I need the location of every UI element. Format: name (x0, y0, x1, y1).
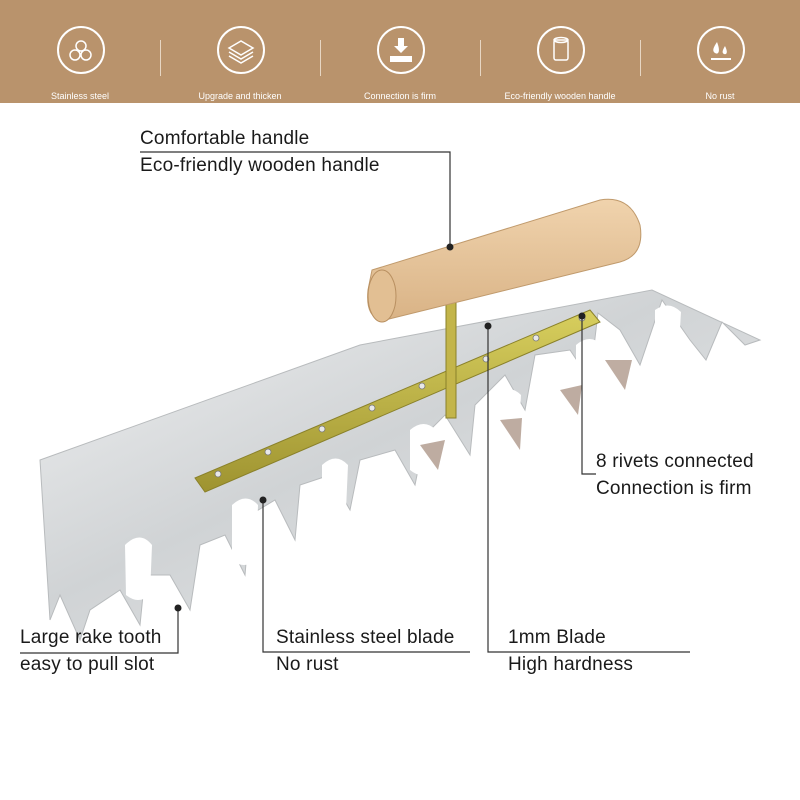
wood-roll-icon (537, 26, 585, 74)
water-drops-icon (697, 26, 745, 74)
annotation-thickness: 1mm Blade High hardness (508, 624, 633, 678)
feature-label: Upgrade and thicken (198, 91, 282, 101)
feature-label: Eco-friendly wooden handle (504, 91, 616, 101)
rivet-bar (194, 309, 601, 493)
feature-connection: Connection is firm (320, 0, 480, 103)
feature-label: Connection is firm (363, 91, 437, 101)
annotation-line: Connection is firm (596, 478, 752, 499)
annotation-tooth: Large rake tooth easy to pull slot (20, 624, 162, 678)
feature-wooden-handle: Eco-friendly wooden handle (480, 0, 640, 103)
rivets (214, 314, 586, 478)
feature-no-rust: No rust (640, 0, 800, 103)
annotation-line: Large rake tooth (20, 627, 162, 648)
logs-icon (57, 26, 105, 74)
tooth-shadows (420, 360, 632, 470)
wooden-handle (367, 198, 642, 323)
divider (480, 40, 481, 76)
handle-shank (445, 297, 457, 419)
annotation-line: 8 rivets connected (596, 451, 754, 472)
annotation-handle: Comfortable handle Eco-friendly wooden h… (140, 125, 380, 179)
annotation-rivets: 8 rivets connected Connection is firm (596, 448, 754, 502)
leader-lines (20, 151, 690, 654)
feature-label: No rust (705, 91, 735, 101)
press-down-icon (377, 26, 425, 74)
annotation-line: easy to pull slot (20, 654, 155, 675)
annotation-blade: Stainless steel blade No rust (276, 624, 454, 678)
annotation-line: 1mm Blade (508, 627, 606, 648)
feature-label: Stainless steel (50, 91, 110, 101)
feature-upgrade: Upgrade and thicken (160, 0, 320, 103)
annotation-line: Eco-friendly wooden handle (140, 155, 380, 176)
divider (160, 40, 161, 76)
divider (640, 40, 641, 76)
annotation-line: No rust (276, 654, 339, 675)
feature-stainless-steel: Stainless steel (0, 0, 160, 103)
feature-banner: Stainless steel Upgrade and thicken Conn… (0, 0, 800, 103)
divider (320, 40, 321, 76)
annotation-line: High hardness (508, 654, 634, 675)
stacked-layers-icon (217, 26, 265, 74)
annotation-line: Stainless steel blade (276, 627, 455, 648)
annotation-line: Comfortable handle (140, 128, 310, 149)
